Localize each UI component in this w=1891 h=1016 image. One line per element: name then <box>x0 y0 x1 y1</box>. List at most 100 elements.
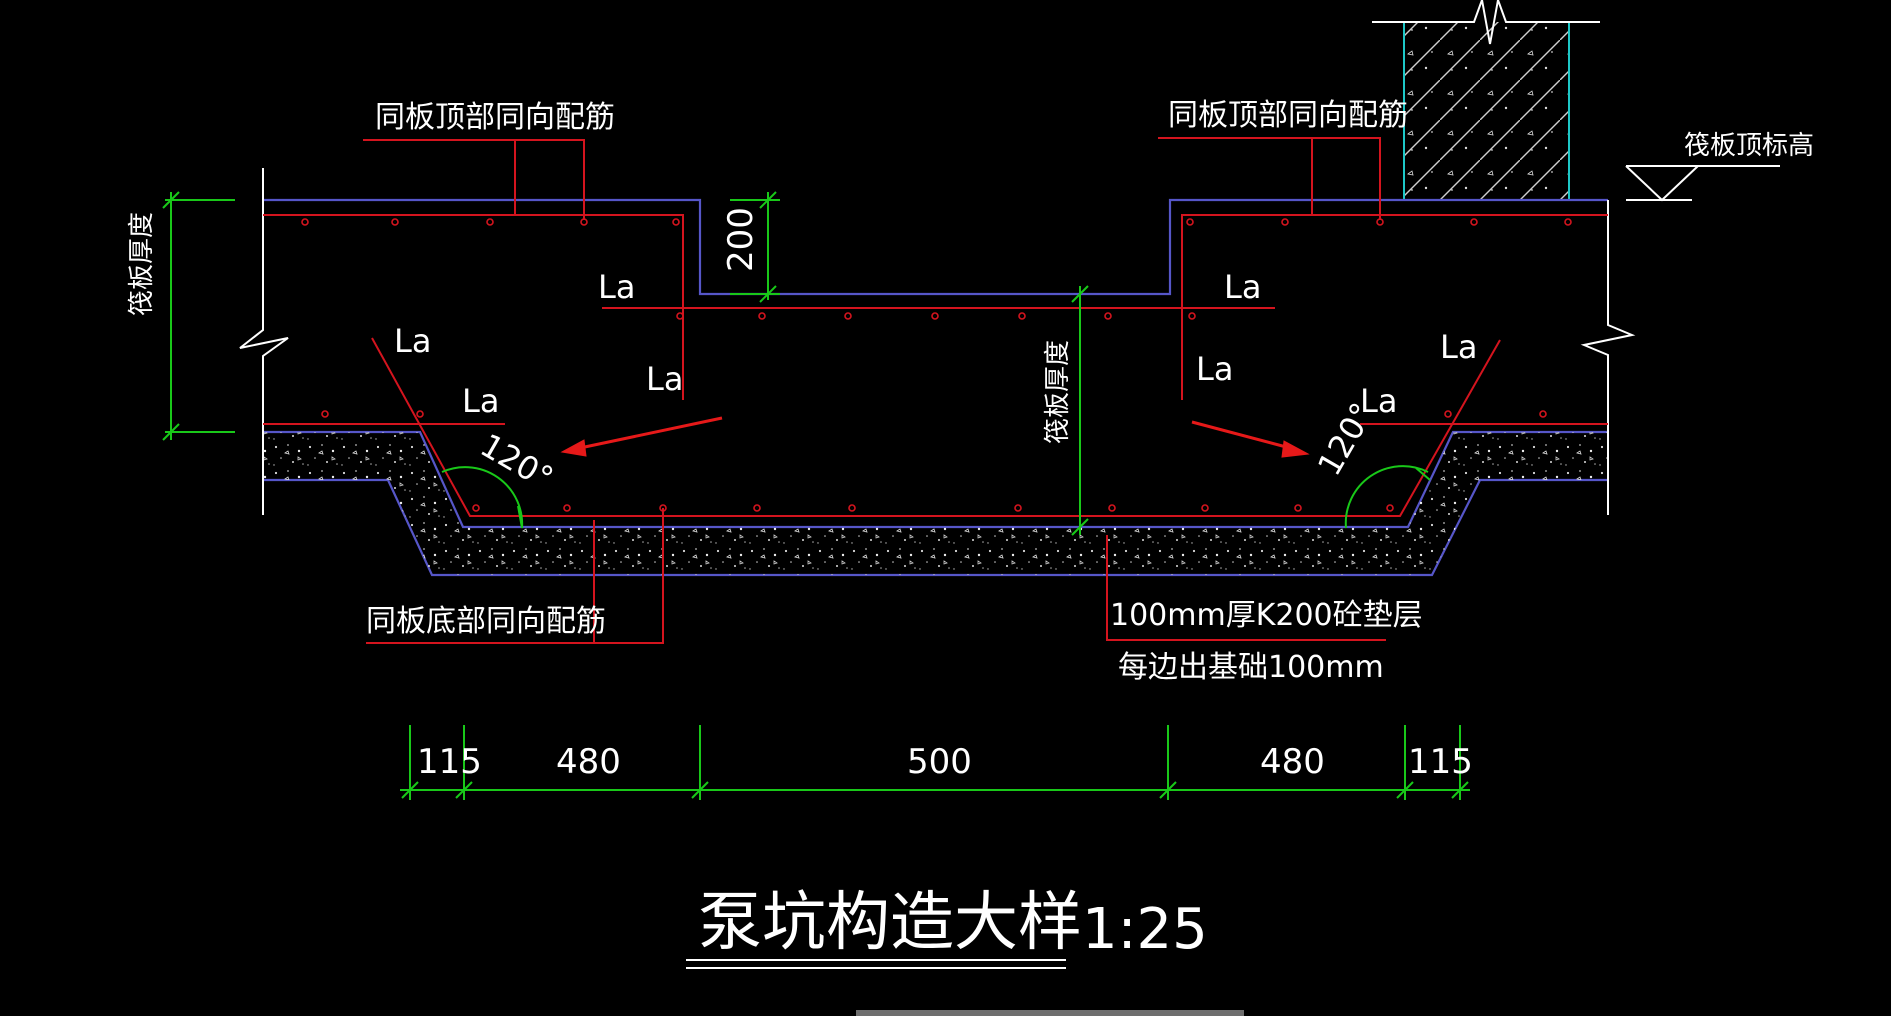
label-raft-thickness-left: 筏板厚度 <box>127 212 157 316</box>
label-la: La <box>394 322 431 360</box>
drawing-scale: 1:25 <box>1082 897 1208 962</box>
label-raft-thickness-center: 筏板厚度 <box>1043 340 1073 444</box>
rebar-dot <box>1014 504 1022 512</box>
arrow-right-head <box>1281 440 1310 458</box>
rebar-dot <box>1186 218 1194 226</box>
rebar-dot <box>1281 218 1289 226</box>
rebar-dot <box>580 218 588 226</box>
label-la: La <box>1360 382 1397 420</box>
bottom-dim-chain <box>400 725 1470 800</box>
rebar-dot <box>563 504 571 512</box>
rebar-dot <box>301 218 309 226</box>
label-la: La <box>1440 328 1477 366</box>
wall-break-line <box>1372 0 1600 45</box>
raft-thickness-dim-center <box>1071 285 1089 536</box>
angle-marks <box>441 465 1431 529</box>
dim-value-480-left: 480 <box>556 742 621 782</box>
arrow-left-shaft <box>579 416 723 450</box>
rebar-dot <box>472 504 480 512</box>
rebar-dot <box>486 218 494 226</box>
rebar-dot <box>753 504 761 512</box>
label-la: La <box>462 382 499 420</box>
rebar-dot <box>1201 504 1209 512</box>
rebar-dot <box>672 218 680 226</box>
dim-tick <box>759 191 777 209</box>
pit-bottom-rebar <box>371 337 1501 517</box>
dim-value-480-right: 480 <box>1260 742 1325 782</box>
rebar-dot <box>416 410 424 418</box>
pit-depth-dim <box>730 191 780 303</box>
rebar-dots <box>301 218 1572 512</box>
rebar-dot <box>1539 410 1547 418</box>
angle-tick-left <box>517 505 523 529</box>
leader-top-left <box>363 139 585 220</box>
label-la: La <box>646 360 683 398</box>
dim-tick <box>1451 781 1469 799</box>
rebar-dot <box>1188 312 1196 320</box>
leader-top-right <box>1158 137 1381 220</box>
label-cushion-extend: 每边出基础100mm <box>1118 650 1384 685</box>
dim-tick <box>1071 518 1089 536</box>
angle-arc-right <box>1344 465 1429 529</box>
rebar-dot <box>391 218 399 226</box>
rebar-dot <box>1018 312 1026 320</box>
wall-hatch-fill <box>1404 22 1569 200</box>
dim-tick <box>455 781 473 799</box>
angle-arc-left <box>441 466 524 529</box>
rebar-dot <box>931 312 939 320</box>
rebar-dot <box>321 410 329 418</box>
cushion-layer <box>263 432 1608 575</box>
dim-tick <box>1159 781 1177 799</box>
label-top-left-rebar: 同板顶部同向配筋 <box>375 100 615 135</box>
dim-tick <box>162 423 180 441</box>
leader-cushion <box>1106 535 1386 641</box>
title-underline <box>686 959 1066 969</box>
slab-break-lines <box>239 168 1636 515</box>
raft-thickness-dim-left <box>162 191 235 441</box>
dim-tick <box>1071 285 1089 303</box>
left-break-line <box>239 168 289 515</box>
label-angle-right: 120° <box>1310 396 1381 482</box>
dim-tick <box>162 191 180 209</box>
dim-value-500: 500 <box>907 742 972 782</box>
dim-tick <box>401 781 419 799</box>
leader-bottom <box>366 508 664 644</box>
dim-value-115-left: 115 <box>417 742 482 782</box>
arrow-right-shaft <box>1191 420 1291 450</box>
dim-value-115-right: 115 <box>1408 742 1473 782</box>
top-rebar-left <box>263 214 684 400</box>
dim-tick <box>1396 781 1414 799</box>
slab-bottom-outline <box>263 430 1608 529</box>
label-cushion-layer: 100mm厚K200砼垫层 <box>1110 598 1423 633</box>
label-angle-left: 120° <box>474 426 560 497</box>
rebar-dot <box>1294 504 1302 512</box>
rebar-dot <box>1470 218 1478 226</box>
arrow-left-head <box>560 439 587 457</box>
label-bottom-rebar: 同板底部同向配筋 <box>366 604 606 639</box>
label-la: La <box>1196 350 1233 388</box>
rebar-dot <box>758 312 766 320</box>
horizontal-scrollbar[interactable] <box>856 1010 1244 1016</box>
rebar-dot <box>1104 312 1112 320</box>
label-la: La <box>598 268 635 306</box>
rebar-dot <box>1108 504 1116 512</box>
slab-top-outline <box>263 198 1608 296</box>
rebar-dot <box>1564 218 1572 226</box>
rebar-dot <box>659 504 667 512</box>
label-top-right-rebar: 同板顶部同向配筋 <box>1168 98 1408 133</box>
top-rebar-right <box>1181 214 1608 400</box>
red-arrows <box>560 416 1310 458</box>
rebar-dot <box>676 312 684 320</box>
elevation-symbol <box>1625 165 1780 202</box>
label-la: La <box>1224 268 1261 306</box>
rebar-dot <box>844 312 852 320</box>
rebar-lines <box>263 137 1608 644</box>
wall-section <box>1372 0 1600 200</box>
angle-tick-right <box>1415 467 1431 481</box>
rebar-dot <box>1386 504 1394 512</box>
rebar-dot <box>1444 410 1452 418</box>
dim-tick <box>691 781 709 799</box>
elevation-triangle <box>1625 165 1699 202</box>
rebar-dot <box>1376 218 1384 226</box>
